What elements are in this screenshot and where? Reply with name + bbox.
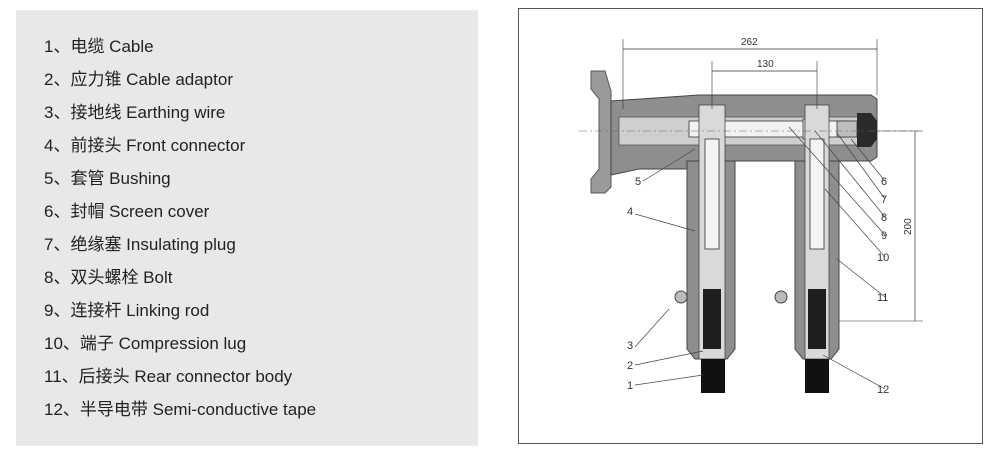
callout-7: 7 xyxy=(881,194,887,206)
legend-item-cable-adaptor: 2、应力锥 Cable adaptor xyxy=(44,70,233,89)
legend-item-linking-rod: 9、连接杆 Linking rod xyxy=(44,301,210,320)
legend-item-screen-cover: 6、封帽 Screen cover xyxy=(44,202,210,221)
legend-panel: 1、电缆 Cable 2、应力锥 Cable adaptor 3、接地线 Ear… xyxy=(16,10,478,446)
callout-3: 3 xyxy=(627,340,633,352)
callout-12: 12 xyxy=(877,384,889,396)
callout-8: 8 xyxy=(881,212,887,224)
callout-2: 2 xyxy=(627,360,633,372)
connector-cross-section-diagram: 262 130 200 xyxy=(579,37,923,396)
legend-item-bushing: 5、套管 Bushing xyxy=(44,169,171,188)
legend-item-earthing-wire: 3、接地线 Earthing wire xyxy=(44,103,226,122)
dimension-height: 200 xyxy=(839,130,923,322)
dimension-spacing: 130 xyxy=(711,59,818,109)
legend-list: 1、电缆 Cable 2、应力锥 Cable adaptor 3、接地线 Ear… xyxy=(44,36,316,432)
legend-item-rear-connector: 11、后接头 Rear connector body xyxy=(44,367,293,386)
legend-item-insulating-plug: 7、绝缘塞 Insulating plug xyxy=(44,235,236,254)
callout-11: 11 xyxy=(877,292,888,304)
legend-item-front-connector: 4、前接头 Front connector xyxy=(44,136,246,155)
callout-6: 6 xyxy=(881,176,887,188)
callout-5: 5 xyxy=(635,176,641,188)
front-connector xyxy=(674,104,736,393)
callout-leaders xyxy=(634,126,886,390)
legend-item-bolt: 8、双头螺栓 Bolt xyxy=(44,268,173,287)
legend-item-cable: 1、电缆 Cable xyxy=(44,37,154,56)
dimension-overall-width: 262 xyxy=(622,37,878,109)
callout-10: 10 xyxy=(877,252,889,264)
legend-item-semi-conductive-tape: 12、半导电带 Semi-conductive tape xyxy=(44,400,317,419)
callout-9: 9 xyxy=(881,230,887,242)
dimension-200-label: 200 xyxy=(903,218,914,235)
diagram-frame: 262 130 200 xyxy=(518,8,983,444)
bushing-flange xyxy=(590,70,612,194)
callout-4: 4 xyxy=(627,206,633,218)
dimension-130-label: 130 xyxy=(757,59,774,70)
legend-item-compression-lug: 10、端子 Compression lug xyxy=(44,334,247,353)
dimension-262-label: 262 xyxy=(741,37,758,48)
rear-connector xyxy=(774,104,840,393)
callout-labels: 5 4 3 2 1 6 7 8 9 10 11 12 xyxy=(627,176,889,396)
callout-1: 1 xyxy=(627,380,633,392)
